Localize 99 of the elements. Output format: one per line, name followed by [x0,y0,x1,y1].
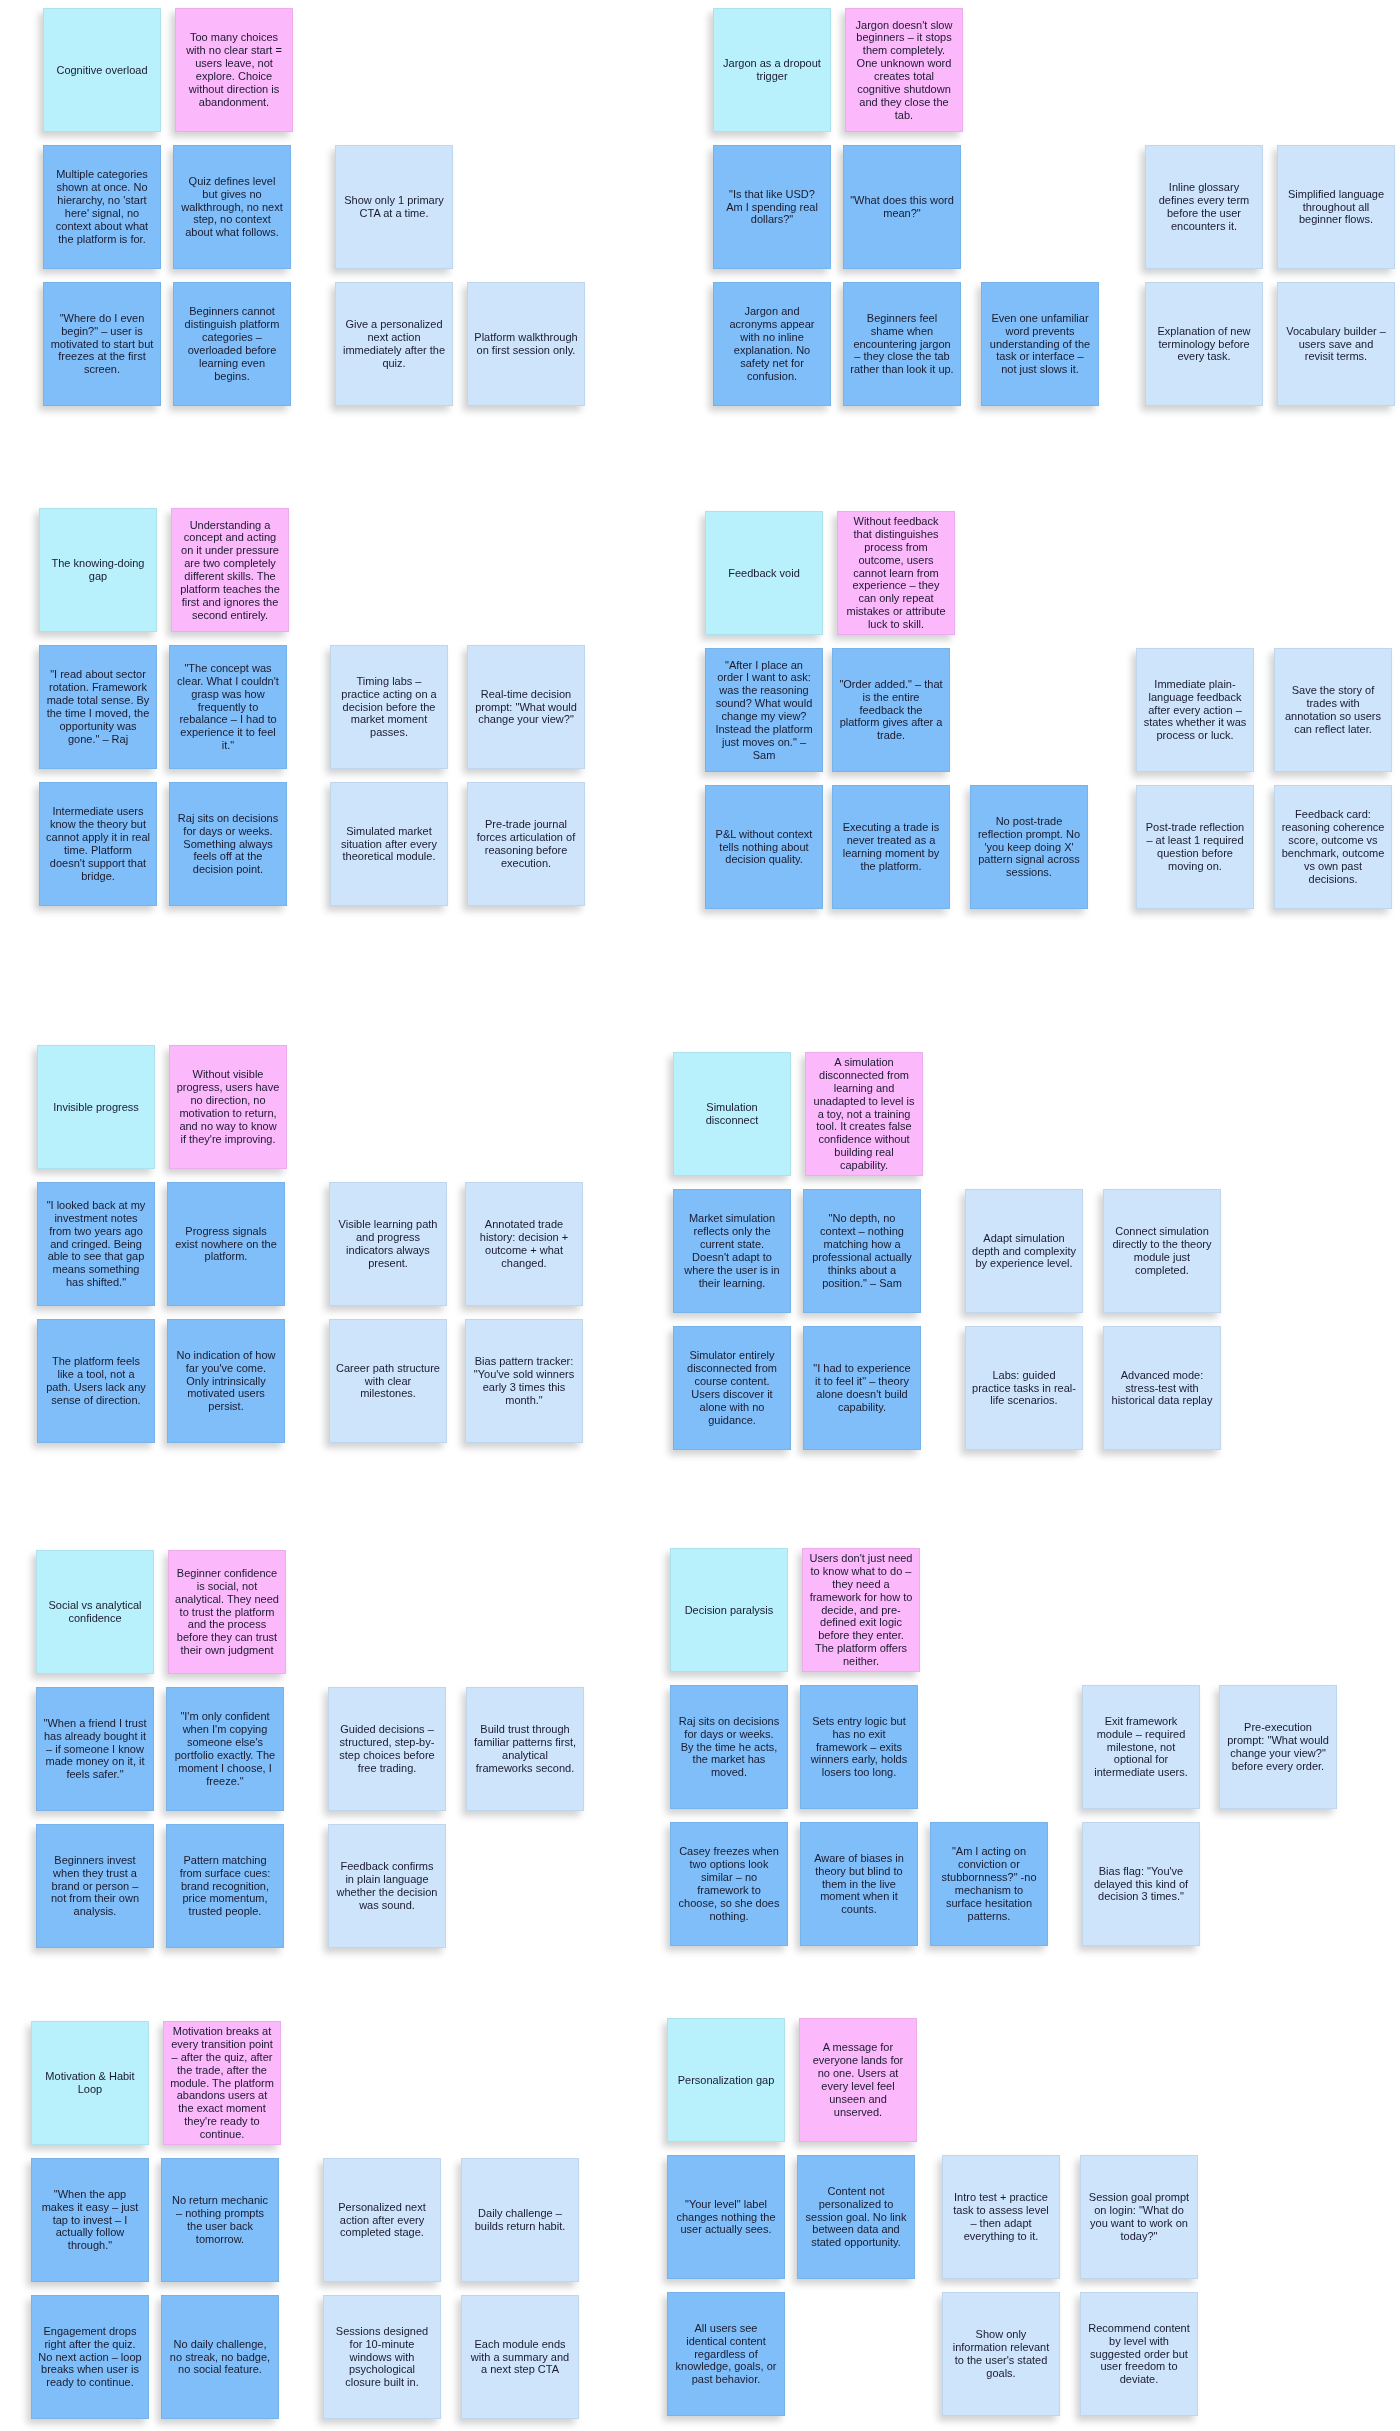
solution-sticky-note: Visible learning path and progress indicators always present. [329,1182,447,1306]
problem-sticky-note: Raj sits on decisions for days or weeks. Something always feels off at the decision point. [169,782,287,906]
problem-sticky-note: Simulator entirely disconnected from course content. Users discover it alone with no guidance. [673,1326,791,1450]
solution-sticky-note: Daily challenge – builds return habit. [461,2158,579,2282]
solution-sticky-note: Bias flag: "You've delayed this kind of decision 3 times." [1082,1822,1200,1946]
insight-sticky-note: A message for everyone lands for no one. Users at every level feel unseen and unserved. [799,2018,917,2142]
problem-sticky-note: "The concept was clear. What I couldn't grasp was how frequently to rebalance – I had to experience it to feel it." [169,645,287,769]
problem-sticky-note: Even one unfamiliar word prevents understanding of the task or interface – not just slows it. [981,282,1099,406]
problem-sticky-note: Beginners feel shame when encountering jargon – they close the tab rather than look it up. [843,282,961,406]
topic-sticky-note: Invisible progress [37,1045,155,1169]
solution-sticky-note: Recommend content by level with suggested order but user freedom to deviate. [1080,2292,1198,2416]
problem-sticky-note: Market simulation reflects only the current state. Doesn't adapt to where the user is in their learning. [673,1189,791,1313]
solution-sticky-note: Immediate plain-language feedback after every action – states whether it was process or luck. [1136,648,1254,772]
problem-sticky-note: The platform feels like a tool, not a path. Users lack any sense of direction. [37,1319,155,1443]
solution-sticky-note: Platform walkthrough on first session only. [467,282,585,406]
problem-sticky-note: No indication of how far you've come. Only intrinsically motivated users persist. [167,1319,285,1443]
topic-sticky-note: Jargon as a dropout trigger [713,8,831,132]
topic-sticky-note: Personalization gap [667,2018,785,2142]
solution-sticky-note: Connect simulation directly to the theory module just completed. [1103,1189,1221,1313]
insight-sticky-note: Users don't just need to know what to do – they need a framework for how to decide, and pre-defined exit logic before they enter. The platform offers neither. [802,1548,920,1672]
problem-sticky-note: Intermediate users know the theory but cannot apply it in real time. Platform doesn't support that bridge. [39,782,157,906]
solution-sticky-note: Inline glossary defines every term before the user encounters it. [1145,145,1263,269]
insight-sticky-note: Motivation breaks at every transition point – after the quiz, after the trade, after the module. The platform abandons users at the exact moment they're ready to continue. [163,2021,281,2145]
solution-sticky-note: Bias pattern tracker: "You've sold winners early 3 times this month." [465,1319,583,1443]
insight-sticky-note: Beginner confidence is social, not analytical. They need to trust the platform and the process before they can trust their own judgment [168,1550,286,1674]
solution-sticky-note: Session goal prompt on login: "What do you want to work on today?" [1080,2155,1198,2279]
problem-sticky-note: Casey freezes when two options look similar – no framework to choose, so she does nothing. [670,1822,788,1946]
topic-sticky-note: The knowing-doing gap [39,508,157,632]
problem-sticky-note: Quiz defines level but gives no walkthrough, no next step, no context about what follows. [173,145,291,269]
problem-sticky-note: "Am I acting on conviction or stubbornness?" -no mechanism to surface hesitation patterns. [930,1822,1048,1946]
solution-sticky-note: Build trust through familiar patterns first, analytical frameworks second. [466,1687,584,1811]
problem-sticky-note: All users see identical content regardless of knowledge, goals, or past behavior. [667,2292,785,2416]
problem-sticky-note: "I'm only confident when I'm copying someone else's portfolio exactly. The moment I choose, I freeze." [166,1687,284,1811]
problem-sticky-note: "No depth, no context – nothing matching how a professional actually thinks about a position." – Sam [803,1189,921,1313]
insight-sticky-note: Too many choices with no clear start = users leave, not explore. Choice without direction is abandonment. [175,8,293,132]
solution-sticky-note: Pre-trade journal forces articulation of reasoning before execution. [467,782,585,906]
insight-sticky-note: A simulation disconnected from learning and unadapted to level is a toy, not a training tool. It creates false confidence without building real capability. [805,1052,923,1176]
problem-sticky-note: Sets entry logic but has no exit framework – exits winners early, holds losers too long. [800,1685,918,1809]
problem-sticky-note: "After I place an order I want to ask: was the reasoning sound? What would change my view? Instead the platform just moves on." – Sam [705,648,823,772]
problem-sticky-note: Multiple categories shown at once. No hierarchy, no 'start here' signal, no context about what the platform is for. [43,145,161,269]
solution-sticky-note: Show only information relevant to the user's stated goals. [942,2292,1060,2416]
problem-sticky-note: "I looked back at my investment notes from two years ago and cringed. Being able to see that gap means something has shifted." [37,1182,155,1306]
problem-sticky-note: Executing a trade is never treated as a learning moment by the platform. [832,785,950,909]
solution-sticky-note: Save the story of trades with annotation so users can reflect later. [1274,648,1392,772]
problem-sticky-note: "Order added." – that is the entire feedback the platform gives after a trade. [832,648,950,772]
problem-sticky-note: "Where do I even begin?" – user is motivated to start but freezes at the first screen. [43,282,161,406]
insight-sticky-note: Jargon doesn't slow beginners – it stops them completely. One unknown word creates total cognitive shutdown and they close the tab. [845,8,963,132]
insight-sticky-note: Understanding a concept and acting on it under pressure are two completely different skills. The platform teaches the first and ignores the second entirely. [171,508,289,632]
problem-sticky-note: Content not personalized to session goal. No link between data and stated opportunity. [797,2155,915,2279]
insight-sticky-note: Without feedback that distinguishes process from outcome, users cannot learn from experience – they can only repeat mistakes or attribute luck to skill. [837,511,955,635]
topic-sticky-note: Cognitive overload [43,8,161,132]
problem-sticky-note: No post-trade reflection prompt. No 'you keep doing X' pattern signal across sessions. [970,785,1088,909]
solution-sticky-note: Real-time decision prompt: "What would change your view?" [467,645,585,769]
topic-sticky-note: Social vs analytical confidence [36,1550,154,1674]
solution-sticky-note: Adapt simulation depth and complexity by experience level. [965,1189,1083,1313]
problem-sticky-note: "I read about sector rotation. Framework made total sense. By the time I moved, the opportunity was gone." – Raj [39,645,157,769]
solution-sticky-note: Intro test + practice task to assess level – then adapt everything to it. [942,2155,1060,2279]
topic-sticky-note: Feedback void [705,511,823,635]
solution-sticky-note: Advanced mode: stress-test with historical data replay [1103,1326,1221,1450]
problem-sticky-note: "Your level" label changes nothing the user actually sees. [667,2155,785,2279]
problem-sticky-note: Progress signals exist nowhere on the platform. [167,1182,285,1306]
solution-sticky-note: Give a personalized next action immediately after the quiz. [335,282,453,406]
problem-sticky-note: "When the app makes it easy – just tap to invest – I actually follow through." [31,2158,149,2282]
solution-sticky-note: Personalized next action after every completed stage. [323,2158,441,2282]
problem-sticky-note: P&L without context tells nothing about decision quality. [705,785,823,909]
problem-sticky-note: Beginners cannot distinguish platform categories – overloaded before learning even begins. [173,282,291,406]
problem-sticky-note: No daily challenge, no streak, no badge, no social feature. [161,2295,279,2419]
problem-sticky-note: Beginners invest when they trust a brand or person – not from their own analysis. [36,1824,154,1948]
solution-sticky-note: Timing labs – practice acting on a decision before the market moment passes. [330,645,448,769]
problem-sticky-note: "What does this word mean?" [843,145,961,269]
solution-sticky-note: Pre-execution prompt: "What would change your view?" before every order. [1219,1685,1337,1809]
solution-sticky-note: Sessions designed for 10-minute windows with psychological closure built in. [323,2295,441,2419]
problem-sticky-note: Pattern matching from surface cues: brand recognition, price momentum, trusted people. [166,1824,284,1948]
insight-sticky-note: Without visible progress, users have no direction, no motivation to return, and no way to know if they're improving. [169,1045,287,1169]
solution-sticky-note: Vocabulary builder – users save and revisit terms. [1277,282,1395,406]
solution-sticky-note: Feedback confirms in plain language whether the decision was sound. [328,1824,446,1948]
solution-sticky-note: Guided decisions – structured, step-by-step choices before free trading. [328,1687,446,1811]
solution-sticky-note: Career path structure with clear milestones. [329,1319,447,1443]
solution-sticky-note: Post-trade reflection – at least 1 required question before moving on. [1136,785,1254,909]
problem-sticky-note: "When a friend I trust has already bought it – if someone I know made money on it, it feels safer." [36,1687,154,1811]
problem-sticky-note: Engagement drops right after the quiz. No next action – loop breaks when user is ready to continue. [31,2295,149,2419]
topic-sticky-note: Motivation & Habit Loop [31,2021,149,2145]
solution-sticky-note: Explanation of new terminology before every task. [1145,282,1263,406]
solution-sticky-note: Labs: guided practice tasks in real-life scenarios. [965,1326,1083,1450]
solution-sticky-note: Each module ends with a summary and a next step CTA [461,2295,579,2419]
solution-sticky-note: Simplified language throughout all beginner flows. [1277,145,1395,269]
problem-sticky-note: "I had to experience it to feel it" – theory alone doesn't build capability. [803,1326,921,1450]
solution-sticky-note: Annotated trade history: decision + outcome + what changed. [465,1182,583,1306]
problem-sticky-note: Raj sits on decisions for days or weeks. By the time he acts, the market has moved. [670,1685,788,1809]
problem-sticky-note: "Is that like USD? Am I spending real dollars?" [713,145,831,269]
problem-sticky-note: Jargon and acronyms appear with no inline explanation. No safety net for confusion. [713,282,831,406]
solution-sticky-note: Feedback card: reasoning coherence score, outcome vs benchmark, outcome vs own past decisions. [1274,785,1392,909]
topic-sticky-note: Simulation disconnect [673,1052,791,1176]
solution-sticky-note: Exit framework module – required milestone, not optional for intermediate users. [1082,1685,1200,1809]
problem-sticky-note: Aware of biases in theory but blind to them in the live moment when it counts. [800,1822,918,1946]
solution-sticky-note: Show only 1 primary CTA at a time. [335,145,453,269]
problem-sticky-note: No return mechanic – nothing prompts the user back tomorrow. [161,2158,279,2282]
solution-sticky-note: Simulated market situation after every theoretical module. [330,782,448,906]
topic-sticky-note: Decision paralysis [670,1548,788,1672]
